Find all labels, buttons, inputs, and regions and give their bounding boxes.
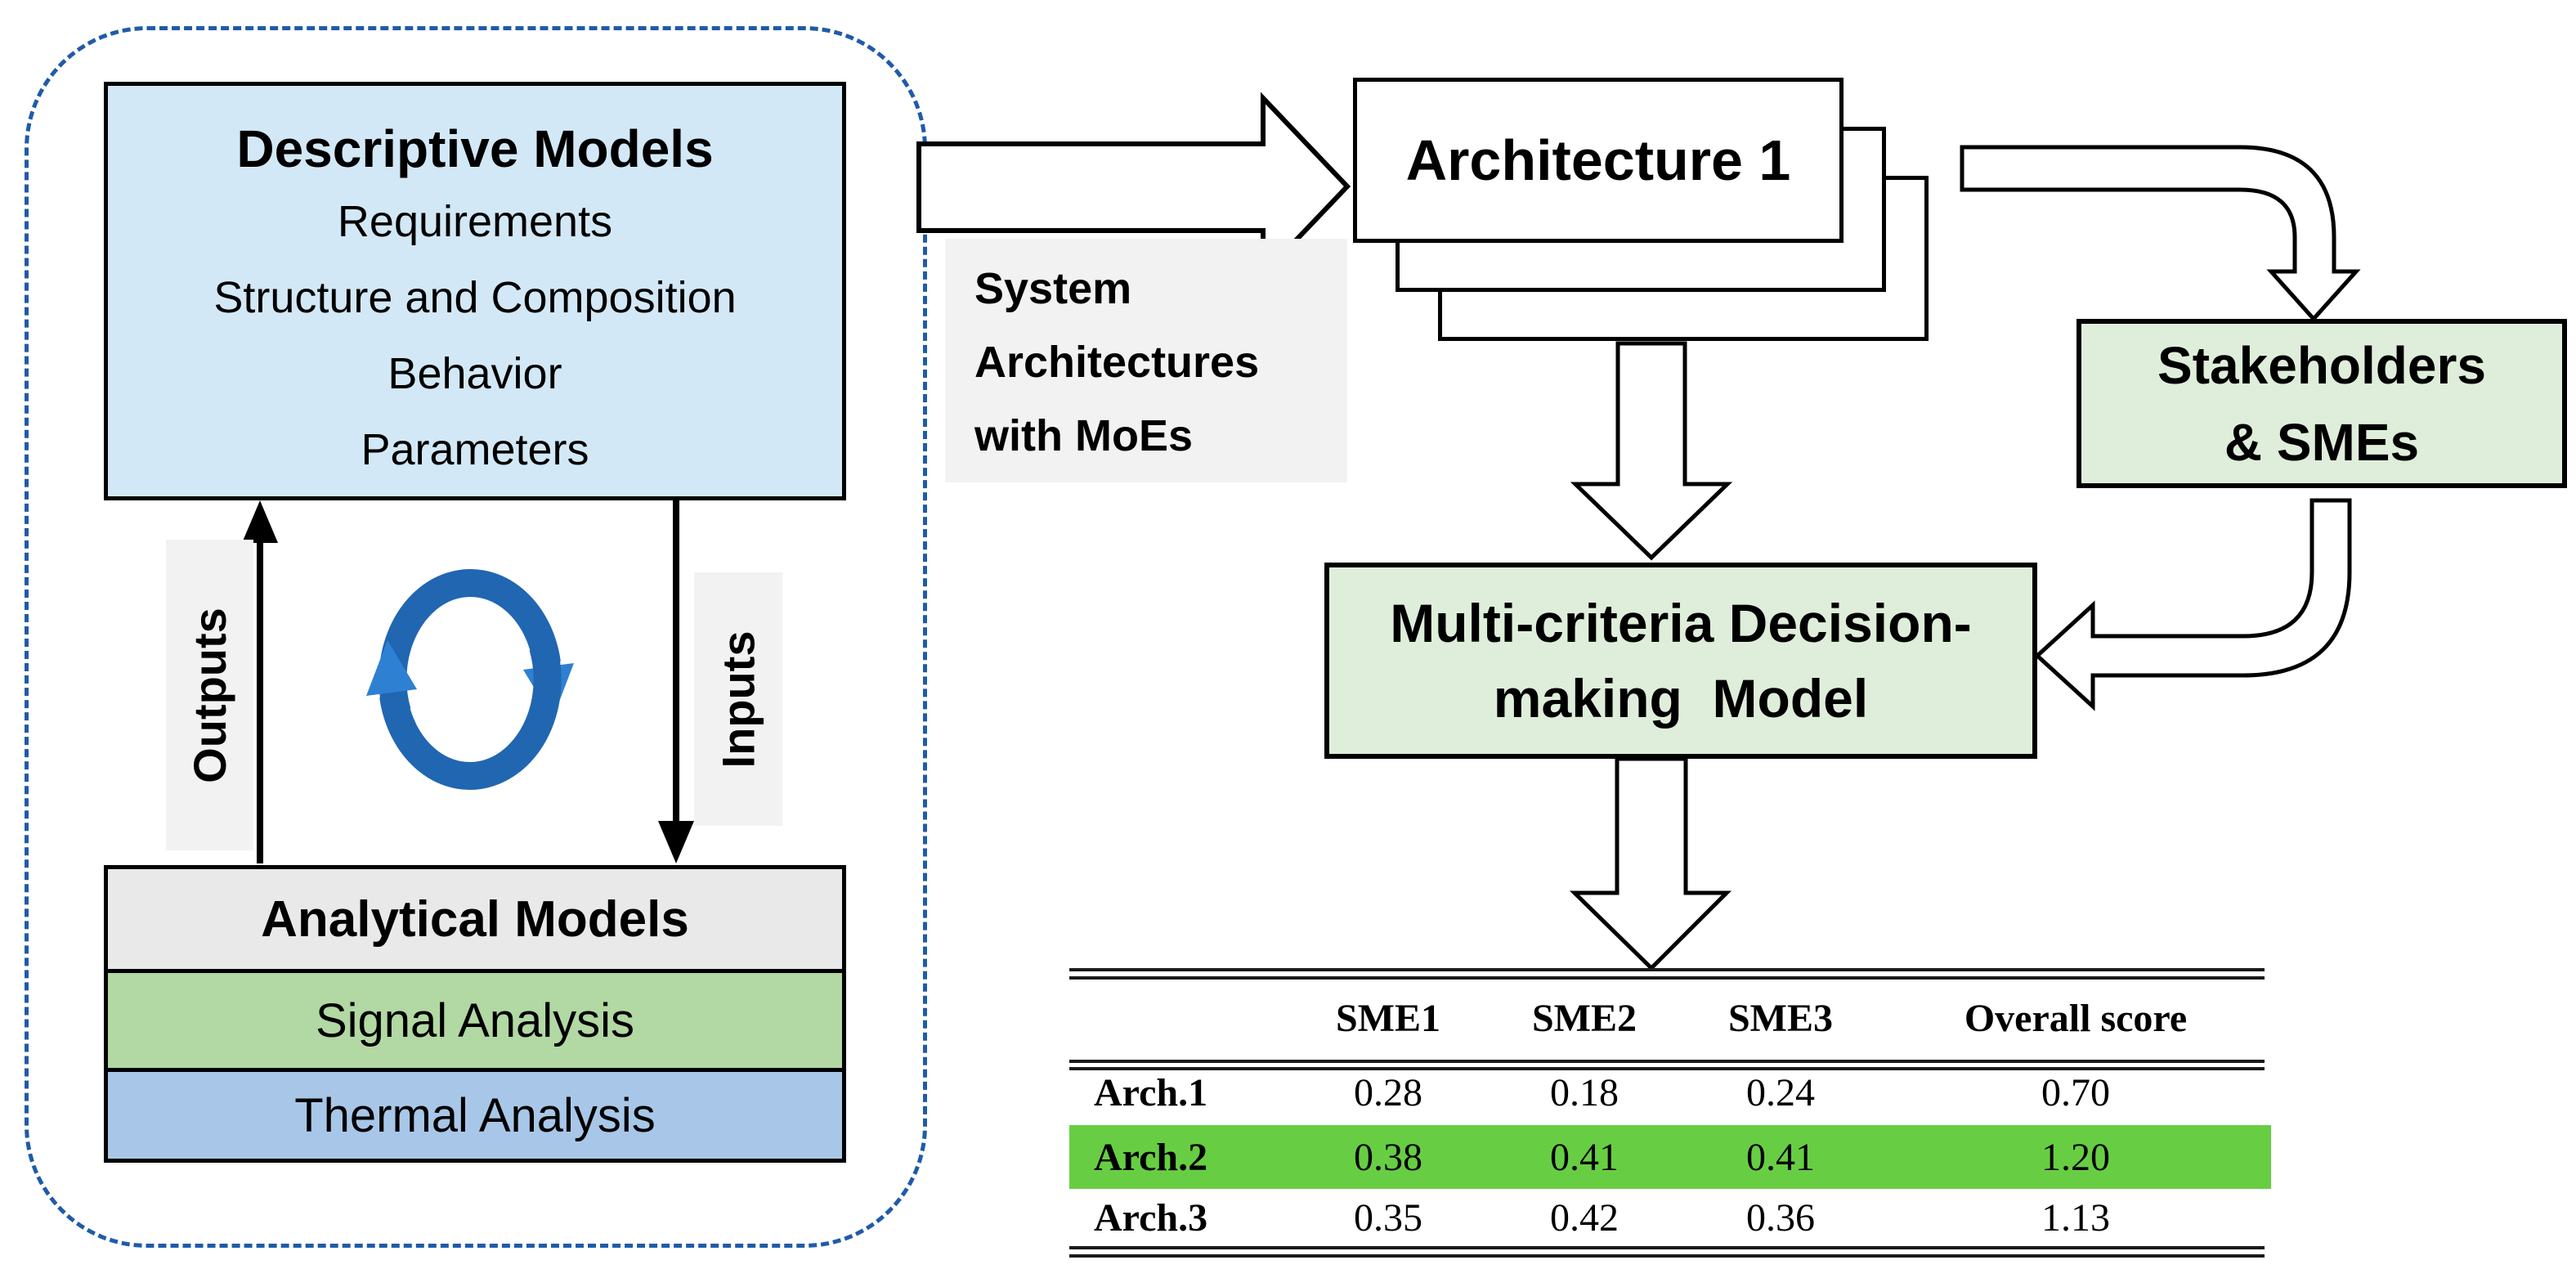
flow-arrow-descriptive-to-architectures [916, 92, 1351, 281]
table-cell: 1.20 [2041, 1135, 2110, 1179]
stakeholders-line: & SMEs [2224, 412, 2420, 472]
table-cell: 0.41 [1746, 1135, 1815, 1179]
mcdm-line: making Model [1493, 668, 1869, 729]
table-header-row: SME1 SME2 SME3 Overall score [1069, 976, 2265, 1060]
table-row: Arch.3 0.35 0.42 0.36 1.13 [1069, 1189, 2265, 1246]
table-cell: 0.41 [1550, 1135, 1619, 1179]
table-cell: 0.35 [1354, 1195, 1422, 1240]
system-architectures-line: System [974, 264, 1132, 313]
table-rule [1069, 1246, 2265, 1249]
descriptive-item: Behavior [388, 349, 562, 398]
descriptive-item: Structure and Composition [213, 273, 737, 322]
mcdm-box: Multi-criteria Decision- making Model [1324, 563, 2037, 759]
system-architectures-label: System Architectures with MoEs [945, 239, 1347, 482]
table-row: Arch.1 0.28 0.18 0.24 0.70 [1069, 1060, 2265, 1125]
table-cell: 0.70 [2041, 1070, 2110, 1114]
header-cell: Overall score [1964, 996, 2188, 1040]
mcdm-line: Multi-criteria Decision- [1390, 593, 1972, 653]
flow-arrow-mcdm-to-table [1569, 756, 1732, 971]
table-cell: 0.28 [1354, 1070, 1422, 1114]
architecture-card-front: Architecture 1 [1353, 78, 1844, 243]
stakeholders-line: Stakeholders [2157, 335, 2486, 395]
table-cell: 0.38 [1354, 1135, 1422, 1179]
header-cell: SME1 [1335, 996, 1440, 1040]
table-cell: 0.42 [1550, 1195, 1619, 1240]
descriptive-models-box: Descriptive Models Requirements Structur… [104, 82, 846, 500]
table-cell: 0.18 [1550, 1070, 1619, 1114]
table-row-highlighted: Arch.2 0.38 0.41 0.41 1.20 [1069, 1125, 2265, 1189]
inputs-label-text: Inputs [712, 630, 764, 768]
flow-arrow-architectures-to-mcdm [1570, 341, 1733, 561]
analytical-models-title: Analytical Models [108, 869, 842, 969]
table-cell: 1.13 [2041, 1195, 2110, 1240]
flow-arrow-stakeholders-to-mcdm [2034, 498, 2352, 711]
outputs-label: Outputs [166, 540, 253, 850]
table-cell: 0.24 [1746, 1070, 1815, 1114]
mbse-dashed-boundary [25, 26, 927, 1248]
thermal-analysis-row: Thermal Analysis [108, 1068, 842, 1159]
descriptive-models-title: Descriptive Models [236, 119, 714, 178]
system-architectures-line: with MoEs [974, 411, 1193, 460]
table-rule [1069, 1060, 2265, 1063]
flow-arrow-architectures-to-stakeholders [1960, 145, 2361, 322]
signal-analysis-row: Signal Analysis [108, 969, 842, 1068]
descriptive-item: Parameters [361, 425, 589, 474]
table-cell: 0.36 [1746, 1195, 1815, 1240]
header-cell: SME3 [1727, 996, 1833, 1040]
table-rule [1069, 976, 2265, 980]
highlight-band-arch2 [1069, 1125, 2271, 1189]
inputs-label: Inputs [694, 572, 782, 826]
stakeholders-smes-box: Stakeholders & SMEs [2076, 319, 2567, 488]
analytical-models-box: Analytical Models Signal Analysis Therma… [104, 865, 846, 1163]
row-label: Arch.3 [1094, 1195, 1208, 1240]
inputs-arrow [658, 500, 694, 863]
table-rule [1069, 1067, 2265, 1070]
row-label: Arch.2 [1094, 1135, 1208, 1179]
header-cell: SME2 [1531, 996, 1637, 1040]
results-table: SME1 SME2 SME3 Overall score Arch.1 0.28… [1069, 968, 2271, 1259]
outputs-label-text: Outputs [184, 607, 235, 783]
row-label: Arch.1 [1094, 1070, 1208, 1114]
architecture-card-title: Architecture 1 [1405, 128, 1791, 192]
iteration-cycle-icon [366, 569, 574, 790]
table-rule [1069, 1254, 2265, 1258]
descriptive-item: Requirements [337, 197, 613, 246]
system-architectures-line: Architectures [974, 338, 1260, 387]
outputs-arrow [242, 500, 278, 863]
table-rule [1069, 968, 2265, 971]
